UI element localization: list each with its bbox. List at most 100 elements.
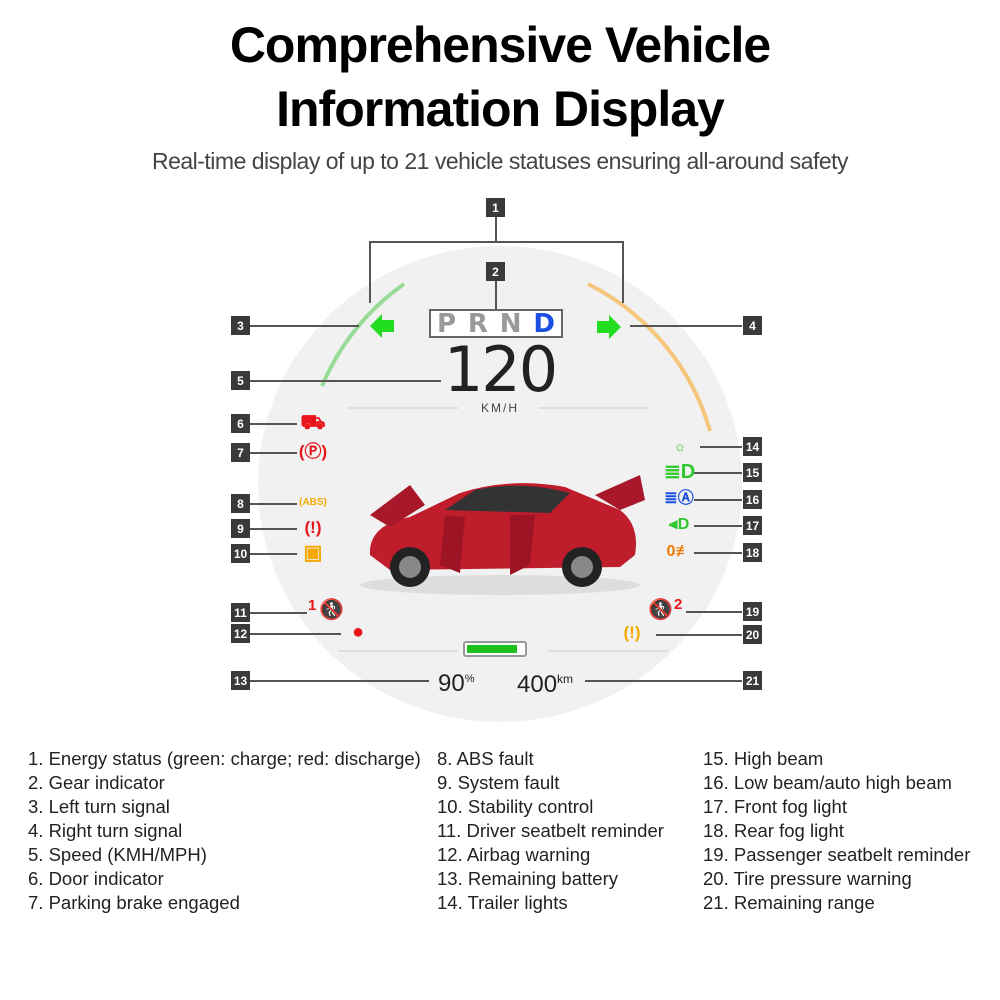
title-line-1: Comprehensive Vehicle [229,17,771,73]
leader-line [249,612,307,614]
marker-12: 12 [231,624,250,643]
battery-bar [463,641,527,657]
leader-line [694,472,742,474]
leader-line [249,528,297,530]
energy-arcs [320,282,712,652]
legend-item: 7. Parking brake engaged [28,892,240,913]
speed-unit: KM/H [481,401,519,415]
car-image [360,475,645,595]
legend-col-1: 1. Energy status (green: charge; red: di… [28,747,421,915]
legend-item: 21. Remaining range [703,892,875,913]
legend-item: 13. Remaining battery [437,868,618,889]
legend-item: 5. Speed (KMH/MPH) [28,844,207,865]
driver-seatbelt-icon: 🚷 [319,599,344,621]
legend-item: 1. Energy status (green: charge; red: di… [28,748,421,769]
marker-20: 20 [743,625,762,644]
battery-unit: % [464,673,475,685]
abs-fault-icon: (ABS) [299,497,327,508]
leader-line [369,241,371,303]
marker-13: 13 [231,671,250,690]
leader-line [249,633,341,635]
discharge-arc [587,282,712,432]
title-line-2: Information Display [276,81,725,137]
leader-line [694,552,742,554]
gear-r: R [467,308,488,339]
gear-n: N [499,308,522,339]
marker-14: 14 [743,437,762,456]
marker-11: 11 [231,603,250,622]
gear-p: P [436,308,456,339]
front-fog-light-icon: ⫷D [668,516,690,533]
legend-item: 15. High beam [703,748,824,769]
leader-line [369,241,623,243]
rear-fog-light-icon: 0≢ [666,543,692,560]
leader-line [249,325,359,327]
passenger-seat-number: 2 [674,596,683,613]
auto-high-beam-icon: ≣Ⓐ [664,490,694,507]
legend-item: 9. System fault [437,772,560,793]
marker-7: 7 [231,443,250,462]
marker-4: 4 [743,316,762,335]
legend-item: 14. Trailer lights [437,892,568,913]
marker-16: 16 [743,490,762,509]
marker-9: 9 [231,519,250,538]
legend-item: 3. Left turn signal [28,796,170,817]
marker-5: 5 [231,371,250,390]
door-open-icon: ⛟ [300,412,326,434]
left-turn-arrow-icon [370,314,394,338]
range-value: 400 [517,671,558,698]
gear-indicator: P R N D [429,309,563,338]
legend-item: 19. Passenger seatbelt reminder [703,844,971,865]
leader-line [700,446,742,448]
leader-line [694,499,742,501]
front-door-open [440,515,465,573]
trunk-open [595,475,645,510]
legend-item: 8. ABS fault [437,748,534,769]
marker-1: 1 [486,198,505,217]
marker-10: 10 [231,544,250,563]
legend-item: 2. Gear indicator [28,772,165,793]
leader-line [249,553,297,555]
leader-line [656,634,742,636]
parking-brake-icon: (Ⓟ) [298,442,328,461]
charge-arc [320,282,406,387]
leader-line [249,680,429,682]
marker-19: 19 [743,602,762,621]
leader-line [694,525,742,527]
leader-line [495,280,497,310]
marker-17: 17 [743,516,762,535]
leader-line [630,325,742,327]
legend-col-2: 8. ABS fault 9. System fault 10. Stability… [437,747,664,915]
legend-item: 11. Driver seatbelt reminder [437,820,664,841]
leader-line [495,216,497,242]
passenger-seatbelt-icon: 🚷 [648,599,673,621]
gear-d-active: D [533,308,556,339]
stability-control-icon: ▣ [303,542,323,564]
legend-col-3: 15. High beam 16. Low beam/auto high beam… [703,747,970,915]
leader-line [686,611,742,613]
remaining-range: 400km [517,665,573,699]
legend-item: 16. Low beam/auto high beam [703,772,952,793]
subtitle: Real-time display of up to 21 vehicle st… [151,148,849,174]
leader-line [585,680,742,682]
marker-8: 8 [231,494,250,513]
legend-item: 10. Stability control [437,796,594,817]
airbag-icon: ● [351,621,365,643]
hood-open [370,485,425,527]
battery-value: 90 [438,670,465,697]
marker-21: 21 [743,671,762,690]
legend-item: 4. Right turn signal [28,820,183,841]
leader-line [249,452,297,454]
marker-18: 18 [743,543,762,562]
rear-door-open [510,515,535,575]
leader-line [249,503,297,505]
right-turn-arrow-icon [597,315,621,339]
battery-fill [467,645,518,653]
high-beam-icon: ≣D [664,461,696,483]
leader-line [249,423,297,425]
legend-item: 17. Front fog light [703,796,847,817]
legend-item: 20. Tire pressure warning [703,868,912,889]
speed-value: 120 [443,333,558,406]
battery-percent: 90% [438,665,474,698]
range-unit: km [557,672,574,686]
